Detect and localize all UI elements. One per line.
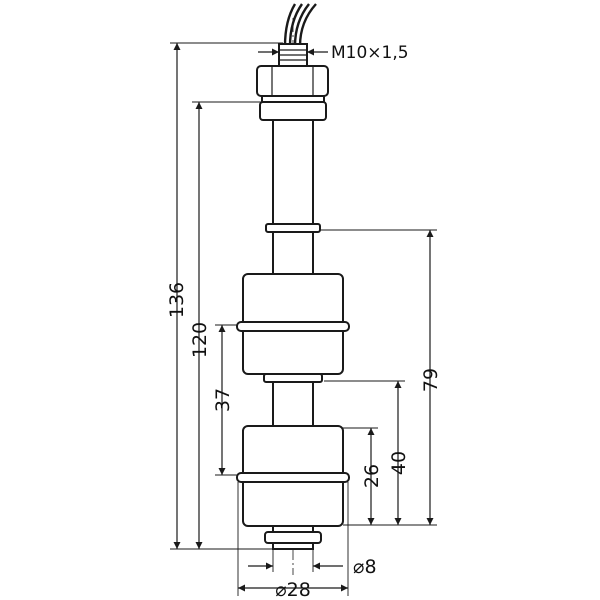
upper-float <box>236 273 350 375</box>
extension-lines <box>170 42 437 596</box>
stem-length-label: 120 <box>189 322 211 358</box>
upper-stop-ring <box>265 223 321 233</box>
upper-travel-label: 79 <box>420 368 442 392</box>
middle-stop-ring <box>263 373 323 383</box>
total-length-label: 136 <box>166 282 188 318</box>
stem-end <box>272 542 314 550</box>
hex-nut <box>256 65 329 97</box>
dimension-lines <box>173 43 434 592</box>
threaded-nipple <box>278 43 308 67</box>
stem-diameter-label: ⌀8 <box>353 556 377 578</box>
lower-float <box>236 425 350 527</box>
bottom-stop-ring <box>264 531 322 544</box>
thread-label: M10×1,5 <box>331 43 409 63</box>
lower-float-height-label: 26 <box>361 464 383 488</box>
cable-wires <box>283 3 317 47</box>
lower-travel-label: 40 <box>388 451 410 475</box>
lower-nut <box>259 101 327 121</box>
float-spacing-label: 37 <box>212 388 234 412</box>
float-diameter-label: ⌀28 <box>275 579 311 600</box>
